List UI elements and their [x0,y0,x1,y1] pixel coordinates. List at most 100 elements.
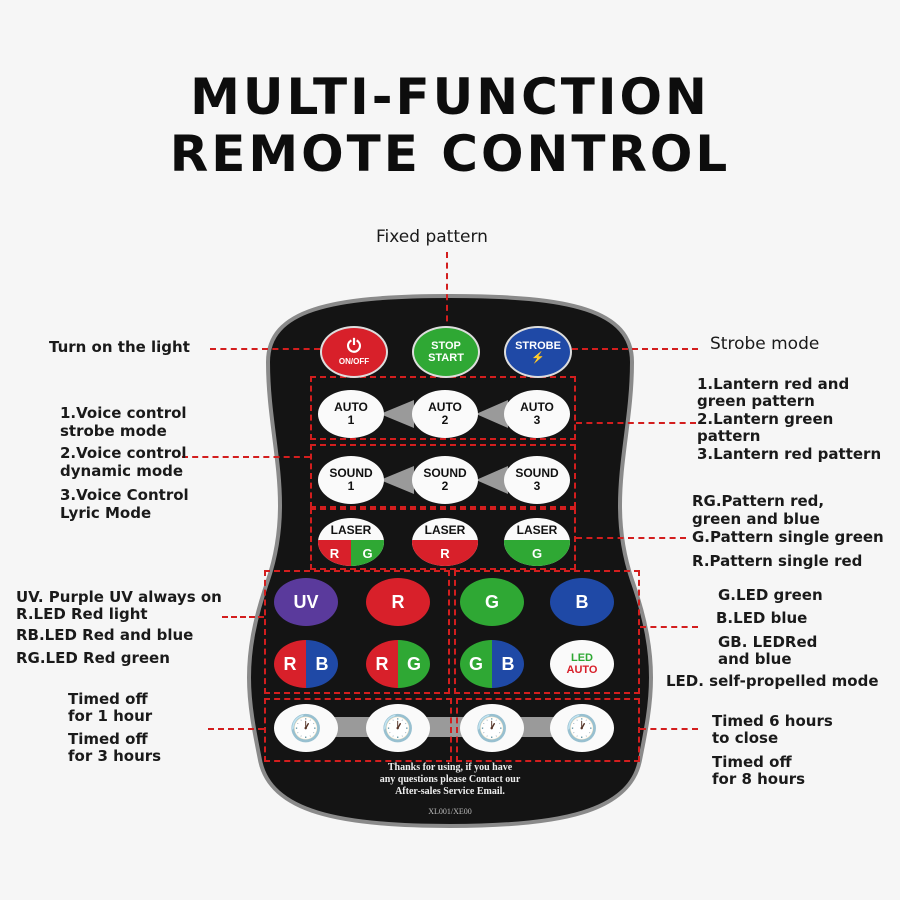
label-fixed-pattern: Fixed pattern [376,227,488,247]
label-timer-3b: for 3 hours [68,747,162,765]
timer-8h-button[interactable]: 🕐 [550,704,614,752]
led-b-label: B [575,591,589,612]
led-auto-led: LED [571,652,593,664]
label-voice-3a: 3.Voice Control [60,486,189,504]
sound-connector-2 [476,466,508,494]
laser-rg-label: LASER [330,523,372,537]
label-gb-led-a: GB. LEDRed [718,633,818,651]
auto-1-number: 1 [347,413,355,427]
label-timer-3a: Timed off [68,730,148,748]
timer-right-line [640,728,698,730]
led-rg-r: R [366,640,398,688]
label-b-led: B.LED blue [716,609,808,627]
note-line-1: Thanks for using, if you have [387,762,513,773]
auto-2-button[interactable]: AUTO 2 [412,390,478,438]
fixed-pattern-line [446,252,448,332]
label-g-pattern: G.Pattern single green [692,528,884,546]
led-rb-b: B [306,640,338,688]
laser-r-button[interactable]: LASER R [412,518,478,566]
auto-2-label: AUTO [428,400,462,414]
label-voice-1b: strobe mode [60,422,167,440]
sound-3-button[interactable]: SOUND 3 [504,456,570,504]
sound-connector [380,466,414,494]
label-timer-6a: Timed 6 hours [712,712,833,730]
pattern-line [576,537,686,539]
stop-label: STOP [431,340,461,352]
led-b-button[interactable]: B [550,578,614,626]
sound-1-label: SOUND [329,466,373,480]
title-line-2: REMOTE CONTROL [169,125,731,183]
led-left-box [264,570,450,694]
led-gb-b: B [492,640,524,688]
label-rg-pattern-a: RG.Pattern red, [692,492,825,510]
label-lantern-2a: 2.Lantern green [697,410,834,428]
laser-rg-g: G [351,540,384,566]
timer-3h-button[interactable]: 🕐 [366,704,430,752]
label-timer-1b: for 1 hour [68,707,153,725]
clock-icon: 🕐 [565,712,599,743]
strobe-button[interactable]: STROBE ⚡ [504,326,572,378]
onoff-label: ON/OFF [338,357,370,366]
note-line-3: After-sales Service Email. [395,786,505,797]
stop-start-button[interactable]: STOP START [412,326,480,378]
led-r-button[interactable]: R [366,578,430,626]
model-number: XL001/XE00 [428,807,472,816]
lightning-icon: ⚡ [531,352,545,364]
label-r-led: R.LED Red light [16,605,148,623]
label-rg-pattern-b: green and blue [692,510,820,528]
timer-left-line [208,728,264,730]
label-voice-2b: dynamic mode [60,462,184,480]
label-g-led: G.LED green [718,586,823,604]
led-auto-button[interactable]: LED AUTO [550,640,614,688]
label-voice-1a: 1.Voice control [60,404,187,422]
led-rb-r: R [274,640,306,688]
onoff-button[interactable]: ⏻ ON/OFF [320,326,388,378]
timer-left-box [264,698,452,762]
clock-icon: 🕐 [475,712,509,743]
label-timer-8a: Timed off [712,753,792,771]
led-g-button[interactable]: G [460,578,524,626]
auto-1-button[interactable]: AUTO 1 [318,390,384,438]
label-lantern-2b: pattern [697,427,761,445]
label-led-self: LED. self-propelled mode [666,672,879,690]
start-label: START [428,352,464,364]
led-right-box [454,570,640,694]
label-gb-led-b: and blue [718,650,792,668]
label-rg-led: RG.LED Red green [16,649,170,667]
auto-3-label: AUTO [520,400,554,414]
strobe-line [572,348,698,350]
led-g-label: G [484,591,499,612]
laser-r-label: LASER [424,523,466,537]
label-strobe-mode: Strobe mode [710,334,820,354]
uv-button[interactable]: UV [274,578,338,626]
auto-connector [380,400,414,428]
timer-6h-button[interactable]: 🕐 [460,704,524,752]
label-uv: UV. Purple UV always on [16,588,222,606]
timer-1h-button[interactable]: 🕐 [274,704,338,752]
uv-label: UV [293,591,319,612]
auto-3-button[interactable]: AUTO 3 [504,390,570,438]
auto-1-label: AUTO [334,400,368,414]
led-left-line [222,616,264,618]
led-rg-g: G [398,640,430,688]
sound-1-button[interactable]: SOUND 1 [318,456,384,504]
sound-1-number: 1 [347,479,355,493]
sound-3-number: 3 [533,479,541,493]
sound-3-label: SOUND [515,466,559,480]
laser-g-label: LASER [516,523,558,537]
label-r-pattern: R.Pattern single red [692,552,863,570]
label-timer-6b: to close [712,729,779,747]
title-line-1: MULTI-FUNCTION [190,68,710,126]
clock-icon: 🕐 [381,712,415,743]
strobe-label: STROBE [515,340,561,352]
laser-g-button[interactable]: LASER G [504,518,570,566]
auto-2-number: 2 [441,413,449,427]
label-voice-3b: Lyric Mode [60,504,152,522]
sound-2-button[interactable]: SOUND 2 [412,456,478,504]
led-r-label: R [391,591,405,612]
label-lantern-1b: green pattern [697,392,815,410]
